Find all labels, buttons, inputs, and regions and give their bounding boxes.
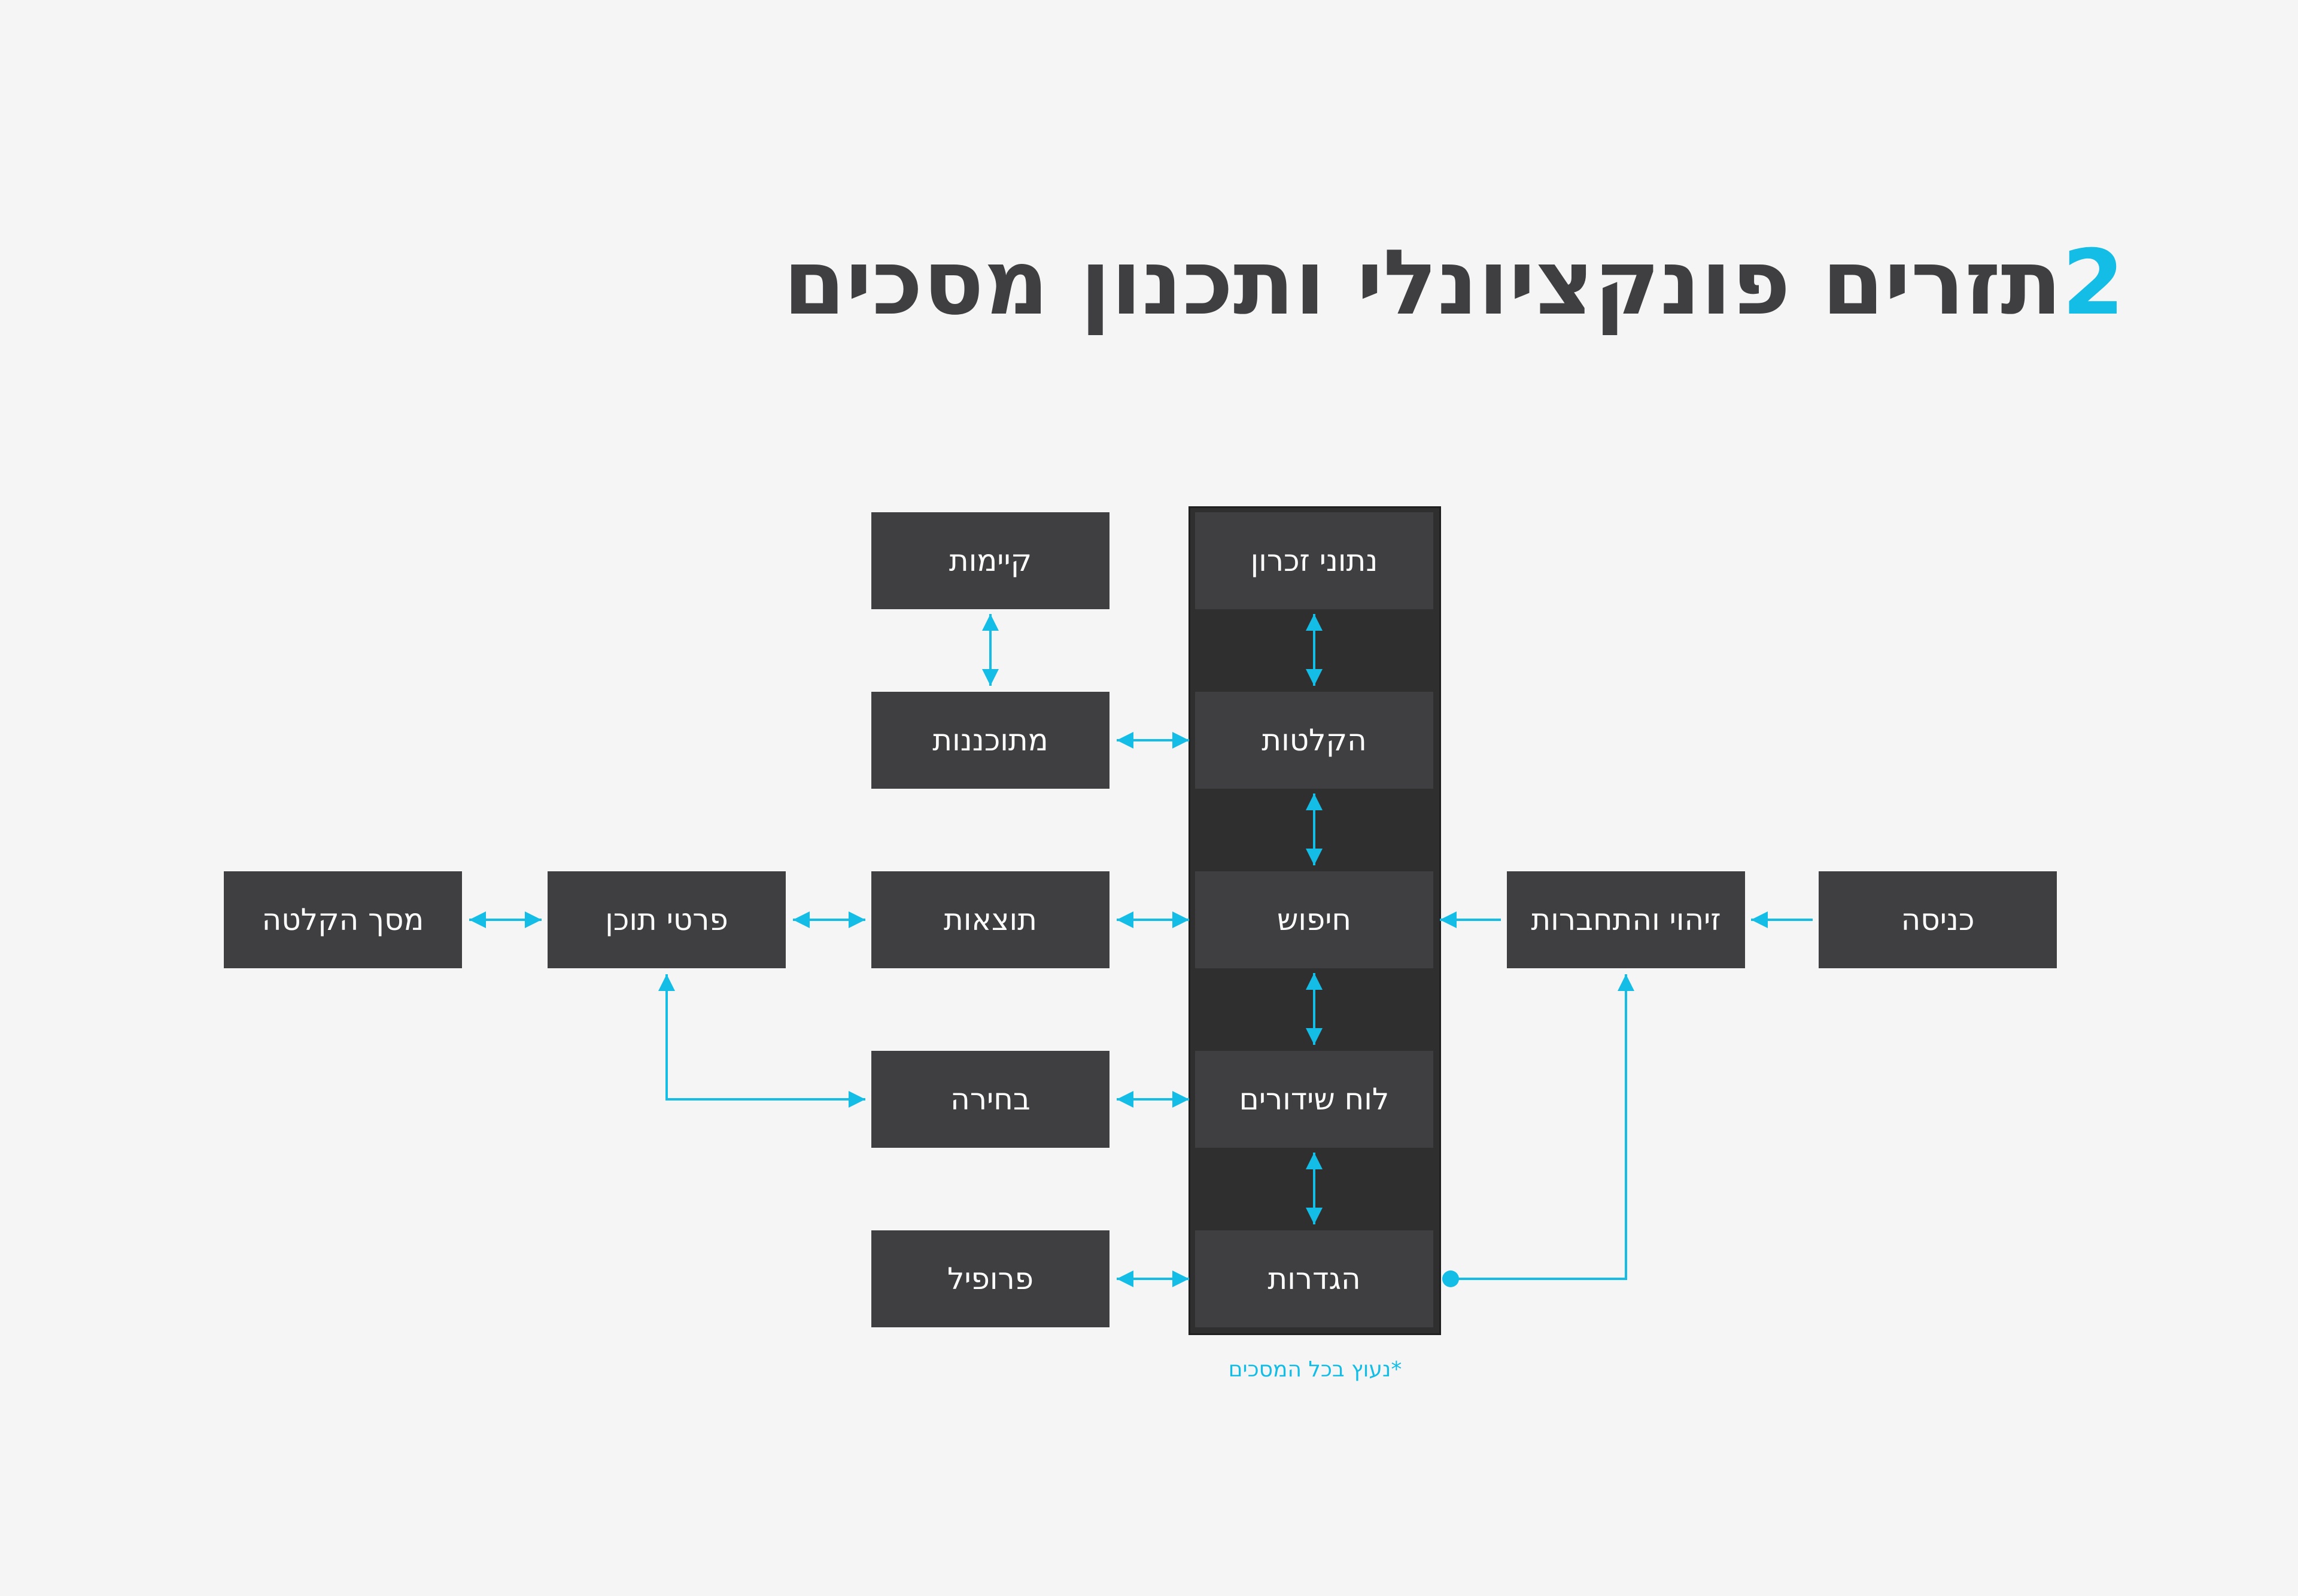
settings-link-dot: [1442, 1270, 1459, 1287]
box-search[interactable]: חיפוש: [1195, 871, 1433, 968]
arrow-settings-login: [1451, 974, 1634, 1280]
box-profile[interactable]: פרופיל: [871, 1230, 1110, 1327]
box-results[interactable]: תוצאות: [871, 871, 1110, 968]
box-scheduled[interactable]: מתוכננות: [871, 692, 1110, 789]
box-recording-screen[interactable]: מסך הקלטה: [224, 871, 462, 968]
box-memory-data[interactable]: נתוני זכרון: [1195, 512, 1433, 609]
box-existing[interactable]: קיימות: [871, 512, 1110, 609]
box-recordings[interactable]: הקלטות: [1195, 692, 1433, 789]
title-number: 2: [2062, 231, 2124, 335]
title-text: תזרים פונקציונלי ותכנון מסכים: [783, 231, 2062, 335]
arrow-content-selection: [658, 974, 865, 1108]
box-identify-login[interactable]: זיהוי והתחברות: [1507, 871, 1745, 968]
box-settings[interactable]: הגדרות: [1195, 1230, 1433, 1327]
page-title: 2תזרים פונקציונלי ותכנון מסכים: [783, 238, 2124, 328]
box-content-details[interactable]: פרטי תוכן: [548, 871, 786, 968]
box-tv-guide[interactable]: לוח שידורים: [1195, 1051, 1433, 1148]
pinned-note: *נעוץ בכל המסכים: [1228, 1357, 1402, 1382]
box-selection[interactable]: בחירה: [871, 1051, 1110, 1148]
box-entry[interactable]: כניסה: [1819, 871, 2057, 968]
